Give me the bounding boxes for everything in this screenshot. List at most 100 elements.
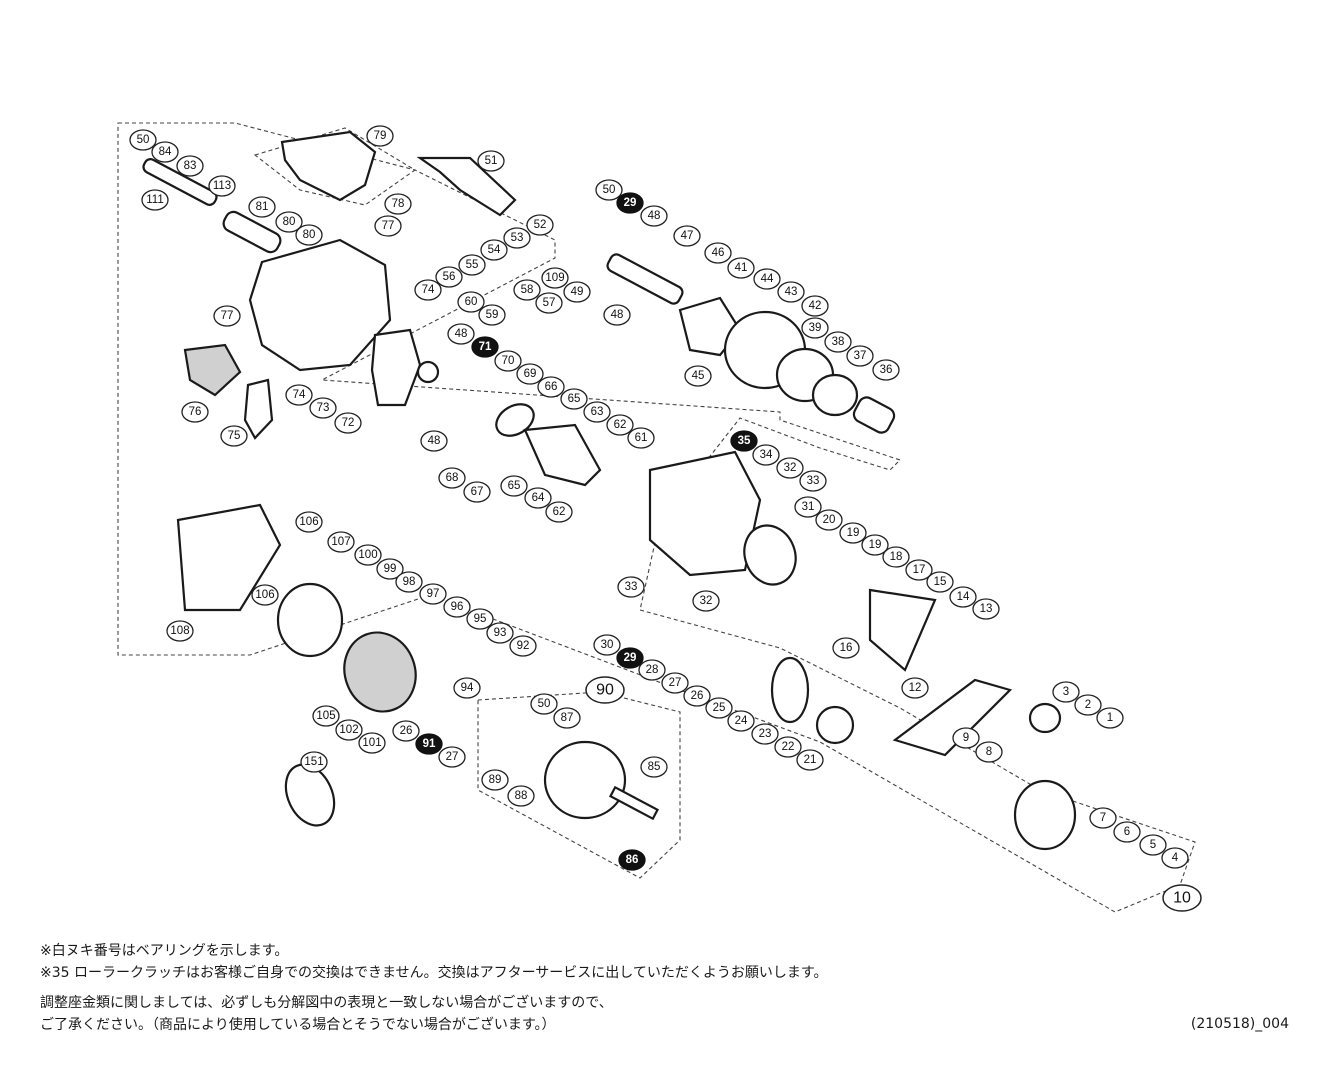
callout-circle: [480, 239, 508, 261]
part-callout: 15: [926, 571, 954, 593]
callout-circle: [1096, 707, 1124, 729]
part-number: 87: [561, 712, 574, 724]
callout-circle: [661, 672, 689, 694]
callout-circle: [926, 571, 954, 593]
part-number: 25: [713, 702, 726, 714]
callout-circle: [753, 268, 781, 290]
group-callout: 10: [1162, 884, 1202, 912]
part-number: 113: [213, 180, 231, 192]
part-callout: 59: [478, 304, 506, 326]
part-callout: 87: [553, 707, 581, 729]
callout-circle: [640, 756, 668, 778]
callout-circle: [376, 558, 404, 580]
part-number: 77: [221, 310, 234, 322]
part-callout: 8: [975, 741, 1003, 763]
callout-circle: [1074, 694, 1102, 716]
part-number: 15: [934, 576, 947, 588]
callout-circle: [486, 622, 514, 644]
part-callout: 105: [312, 705, 340, 727]
part-number: 16: [840, 642, 853, 654]
part-callout: 69: [516, 363, 544, 385]
callout-circle: [414, 279, 442, 301]
callout-circle: [141, 189, 169, 211]
callout-circle: [727, 710, 755, 732]
callout-circle: [419, 583, 447, 605]
callout-circle: [606, 414, 634, 436]
part-number: 29: [624, 197, 637, 209]
callout-circle: [593, 634, 621, 656]
part-callout: 113: [208, 175, 236, 197]
part-callout: 27: [438, 746, 466, 768]
callout-circle: [1052, 681, 1080, 703]
callout-circle: [796, 749, 824, 771]
part-number: 88: [515, 790, 528, 802]
part-callout: 88: [507, 785, 535, 807]
part-number: 92: [517, 640, 530, 652]
part-callout: 50: [129, 129, 157, 151]
diagram-code: (210518)_004: [1190, 1016, 1289, 1032]
part-callout: 73: [309, 397, 337, 419]
callout-circle: [541, 267, 569, 289]
callout-circle: [824, 331, 852, 353]
part-number: 20: [823, 514, 836, 526]
callout-circle: [617, 576, 645, 598]
part-callout: 66: [537, 376, 565, 398]
part-callout: 48: [420, 430, 448, 452]
part-callout: 28: [638, 659, 666, 681]
part-number: 2: [1085, 699, 1091, 711]
part-callout: 95: [466, 608, 494, 630]
callout-circle: [673, 225, 701, 247]
callout-circle: [453, 677, 481, 699]
part-callout: 49: [563, 281, 591, 303]
part-callout: 77: [213, 305, 241, 327]
callout-circle: [494, 350, 522, 372]
part-callout: 43: [777, 281, 805, 303]
callout-circle: [366, 125, 394, 147]
part-number: 22: [782, 741, 795, 753]
callout-circle: [513, 279, 541, 301]
part-number: 68: [446, 472, 459, 484]
callout-circle: [861, 534, 889, 556]
callout-circle: [275, 211, 303, 233]
part-number: 43: [785, 286, 798, 298]
part-callout: 106: [251, 584, 279, 606]
part-number: 38: [832, 336, 845, 348]
callout-circle: [334, 412, 362, 434]
part-number: 84: [159, 146, 172, 158]
part-number: 93: [494, 627, 507, 639]
part-number: 85: [648, 761, 661, 773]
callout-circle: [208, 175, 236, 197]
part-callout: 17: [905, 559, 933, 581]
part-callout: 45: [684, 365, 712, 387]
callout-circle: [616, 192, 644, 214]
part-number: 23: [759, 728, 772, 740]
callout-circle: [704, 242, 732, 264]
part-number: 33: [625, 581, 638, 593]
callout-circle: [248, 196, 276, 218]
part-callout: 108: [166, 620, 194, 642]
part-number: 98: [403, 576, 416, 588]
callout-circle: [507, 785, 535, 807]
part-number: 76: [189, 406, 202, 418]
part-number: 19: [847, 527, 860, 539]
callout-circle: [583, 401, 611, 423]
callout-circle: [776, 457, 804, 479]
callout-circle: [458, 254, 486, 276]
part-number: 101: [362, 737, 381, 749]
group-number: 90: [596, 682, 614, 699]
part-number: 41: [735, 262, 748, 274]
part-callout: 75: [220, 425, 248, 447]
group-circle: [1162, 884, 1202, 912]
part-number: 49: [571, 286, 584, 298]
part-callout: 84: [151, 141, 179, 163]
part-number: 50: [538, 698, 551, 710]
callout-circle: [683, 685, 711, 707]
callout-circle: [1089, 807, 1117, 829]
part-callout: 39: [801, 317, 829, 339]
part-callout: 63: [583, 401, 611, 423]
part-callout: 37: [846, 345, 874, 367]
part-number: 53: [511, 232, 524, 244]
part-number: 27: [446, 751, 459, 763]
callout-circle: [374, 215, 402, 237]
part-callout: 26: [683, 685, 711, 707]
